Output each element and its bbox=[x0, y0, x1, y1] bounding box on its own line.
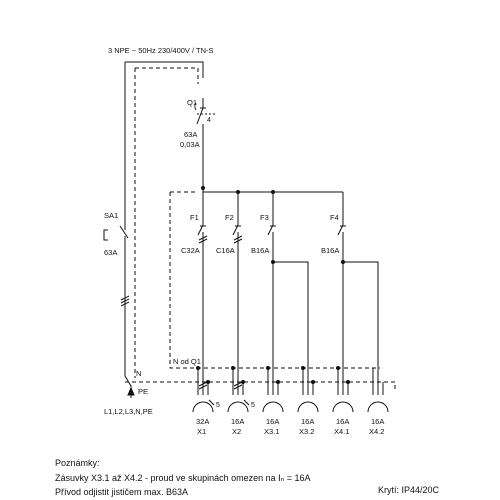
socket-x3-1-name: X3.1 bbox=[264, 427, 279, 436]
breaker-f1-rating: C32A bbox=[181, 246, 200, 255]
socket-x3-2-name: X3.2 bbox=[299, 427, 314, 436]
socket-x1-rating: 32A bbox=[196, 417, 209, 426]
socket-x2-rating: 16A bbox=[231, 417, 244, 426]
socket-taps bbox=[197, 368, 384, 395]
breaker-f2-name: F2 bbox=[225, 213, 234, 222]
socket-x3-2 bbox=[297, 401, 319, 413]
neutral-label: N od Q1 bbox=[173, 357, 201, 366]
breaker-f4-name: F4 bbox=[330, 213, 339, 222]
socket-x2-poles: 5 bbox=[251, 402, 255, 409]
socket-x4-2-rating: 16A bbox=[371, 417, 384, 426]
main-switch-mark bbox=[194, 102, 206, 111]
feed-label: L1,L2,L3,N,PE bbox=[104, 407, 153, 416]
breaker-f1-name: F1 bbox=[190, 213, 199, 222]
junction-dots bbox=[196, 186, 350, 384]
notes: Poznámky: Zásuvky X3.1 až X4.2 - proud v… bbox=[55, 456, 310, 500]
main-switch-rating: 63A bbox=[184, 130, 197, 139]
socket-x3-1-rating: 16A bbox=[266, 417, 279, 426]
main-switch-residual: 0,03A bbox=[180, 140, 200, 149]
isolator-cross bbox=[120, 295, 130, 307]
supply-label: 3 NPE ~ 50Hz 230/400V / TN-S bbox=[108, 46, 214, 55]
notes-line-1: Zásuvky X3.1 až X4.2 - proud ve skupinác… bbox=[55, 472, 311, 483]
socket-x4-1-name: X4.1 bbox=[334, 427, 349, 436]
socket-x1-name: X1 bbox=[197, 427, 206, 436]
socket-x4-1-rating: 16A bbox=[336, 417, 349, 426]
socket-x4-1 bbox=[332, 401, 354, 413]
protection-rating: Krytí: IP44/20C bbox=[378, 485, 440, 495]
main-switch-name: Q1 bbox=[187, 98, 197, 107]
socket-x2 bbox=[227, 401, 249, 413]
x4-2-feed bbox=[343, 261, 379, 375]
main-switch-poles: 4 bbox=[207, 117, 211, 124]
breaker-contacts bbox=[197, 224, 346, 244]
supply-line bbox=[125, 61, 204, 78]
socket-slashes bbox=[198, 381, 250, 406]
breaker-f4-rating: B16A bbox=[321, 246, 339, 255]
isolator-contact bbox=[119, 225, 129, 239]
breaker-f3-rating: B16A bbox=[251, 246, 269, 255]
socket-x4-2-name: X4.2 bbox=[369, 427, 384, 436]
isolator-handle bbox=[103, 229, 108, 241]
socket-x1 bbox=[192, 401, 214, 413]
notes-line-2: Přívod odjistit jističem max. B63A bbox=[55, 487, 189, 497]
pe-conductor bbox=[125, 381, 396, 392]
main-switch-contact bbox=[196, 98, 204, 188]
pe-label: PE bbox=[138, 387, 148, 396]
socket-x1-poles: 5 bbox=[216, 402, 220, 409]
socket-x3-1 bbox=[262, 401, 284, 413]
socket-x3-2-rating: 16A bbox=[301, 417, 314, 426]
isolator-rating: 63A bbox=[104, 248, 117, 257]
socket-x2-name: X2 bbox=[232, 427, 241, 436]
n-label: N bbox=[136, 369, 141, 378]
neutral-conductor bbox=[135, 67, 380, 369]
breaker-f2-rating: C16A bbox=[216, 246, 235, 255]
breaker-f3-name: F3 bbox=[260, 213, 269, 222]
feed-arrowhead bbox=[127, 386, 135, 396]
socket-x4-2 bbox=[367, 401, 389, 413]
isolator-name: SA1 bbox=[104, 211, 118, 220]
x3-2-feed bbox=[273, 261, 309, 375]
notes-heading: Poznámky: bbox=[55, 458, 100, 468]
